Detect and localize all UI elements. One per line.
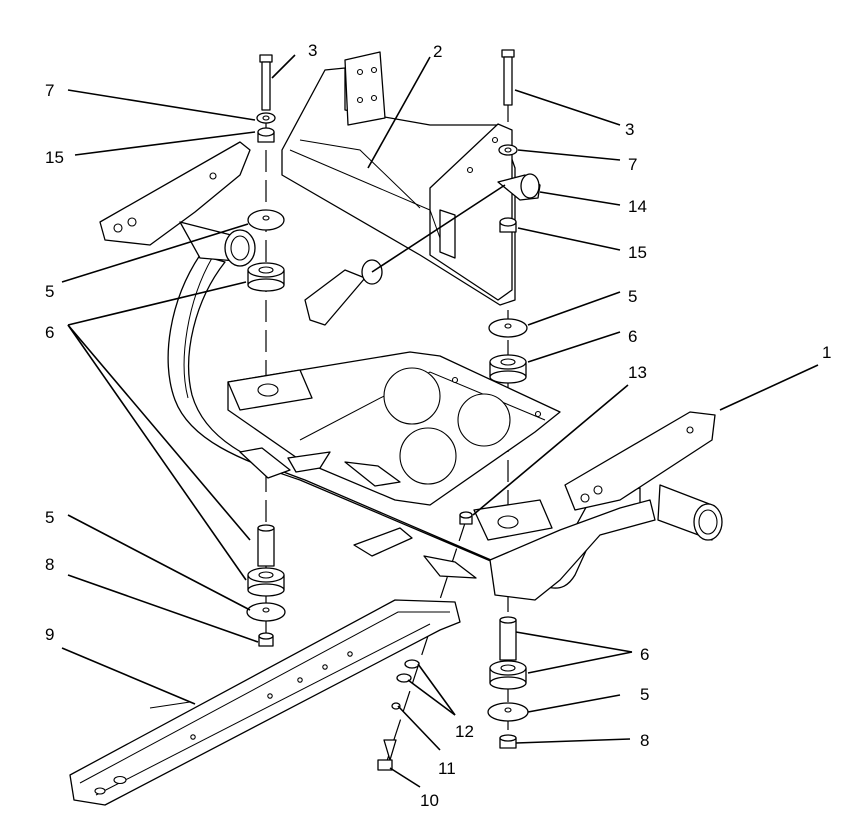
callout-labels: 3 2 3 7 15 7 14 15 5 6 5 6 1 13 5 8 9 6 … [45,41,831,810]
skid-rail-part-9 [69,599,461,806]
right-lower-stack [487,616,529,749]
callout-14: 14 [628,197,647,216]
callout-10: 10 [420,791,439,810]
callout-6-lower-right: 6 [640,645,649,664]
angled-fastener-stack [377,511,473,771]
callout-6-upper-right: 6 [628,327,637,346]
left-fastener-stack [247,54,285,292]
callout-3-right: 3 [625,120,634,139]
callout-1: 1 [822,343,831,362]
right-fastener-stack [488,49,541,384]
leader-lines [61,54,819,788]
callout-5-upper-right: 5 [628,287,637,306]
sleeve-part [304,259,383,326]
callout-5-upper-left: 5 [45,282,54,301]
callout-15-right: 15 [628,243,647,262]
callout-6-left: 6 [45,323,54,342]
callout-15-left: 15 [45,148,64,167]
callout-12: 12 [455,722,474,741]
callout-3-left: 3 [308,41,317,60]
left-lower-stack [246,524,286,647]
callout-7-right: 7 [628,155,637,174]
main-frame-part-1 [99,141,723,601]
callout-5-lower-left: 5 [45,508,54,527]
callout-8-right: 8 [640,731,649,750]
callout-5-lower-right: 5 [640,685,649,704]
callout-7-left: 7 [45,81,54,100]
callout-2: 2 [433,42,442,61]
upper-bracket-part-2 [281,51,516,306]
callout-8-left: 8 [45,555,54,574]
callout-13: 13 [628,363,647,382]
callout-9: 9 [45,625,54,644]
callout-11: 11 [438,759,456,778]
